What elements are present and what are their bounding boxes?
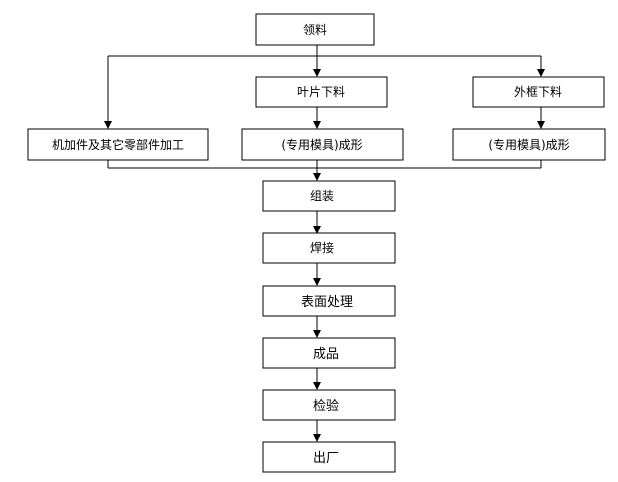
node-label: 表面处理 [301, 295, 353, 310]
node-label: 成品 [313, 347, 339, 362]
node-shipment: 出厂 [262, 441, 396, 473]
connectors [104, 45, 545, 442]
node-frame-forming: (专用模具)成形 [452, 128, 606, 161]
node-label: 焊接 [310, 240, 334, 255]
node-frame-cutting: 外框下料 [472, 76, 605, 108]
node-label: (专用模具)成形 [281, 137, 362, 152]
node-blade-cutting: 叶片下料 [255, 76, 388, 108]
node-surface-treatment: 表面处理 [262, 285, 396, 317]
node-label: 领料 [303, 23, 327, 37]
node-assembly: 组装 [262, 180, 396, 212]
node-machining-parts: 机加件及其它零部件加工 [27, 128, 209, 161]
node-label: 出厂 [313, 451, 339, 466]
node-label: (专用模具)成形 [488, 137, 569, 152]
node-receive-material: 领料 [255, 13, 375, 46]
node-inspection: 检验 [262, 389, 396, 421]
node-label: 外框下料 [514, 85, 562, 99]
node-blade-forming: (专用模具)成形 [241, 128, 404, 161]
node-welding: 焊接 [262, 232, 396, 264]
node-label: 叶片下料 [297, 85, 345, 99]
node-label: 机加件及其它零部件加工 [52, 137, 184, 152]
node-finished-product: 成品 [262, 337, 396, 369]
node-label: 检验 [313, 398, 339, 414]
node-label: 组装 [310, 189, 334, 203]
